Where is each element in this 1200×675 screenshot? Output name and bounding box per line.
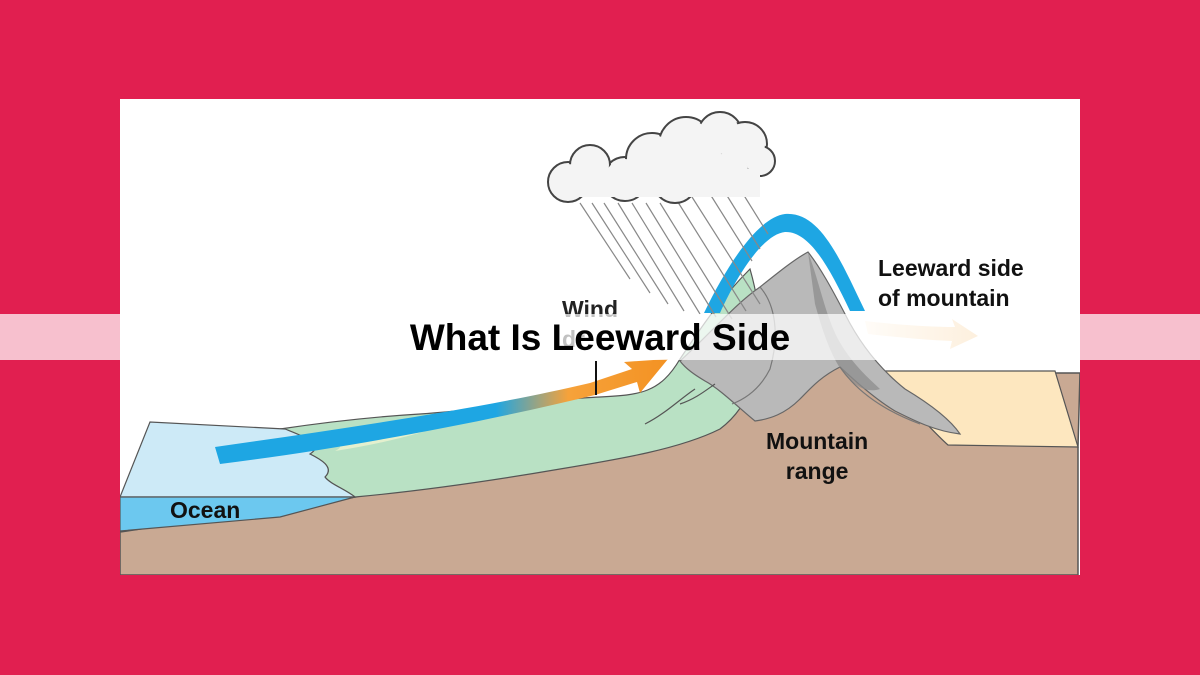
wind-arc-icon — [704, 213, 865, 313]
mountain-range-label-line1: Mountain — [766, 428, 869, 454]
mountain-range-label-line2: range — [785, 458, 849, 484]
title-band — [0, 314, 1200, 360]
page-title: What Is Leeward Side — [409, 317, 791, 358]
leeward-side-label-line1: Leeward side — [878, 255, 1024, 281]
leeward-side-label: Leeward side of mountain — [878, 253, 1024, 313]
rain-icon — [579, 188, 769, 320]
ocean-side — [120, 496, 356, 532]
wind-arrow-icon — [215, 359, 668, 464]
mountain-range-label: Mountain range — [766, 426, 868, 486]
leeward-side-label-line2: of mountain — [878, 285, 1010, 311]
ocean-label: Ocean — [170, 497, 241, 523]
leeward-diagram — [120, 111, 1080, 575]
